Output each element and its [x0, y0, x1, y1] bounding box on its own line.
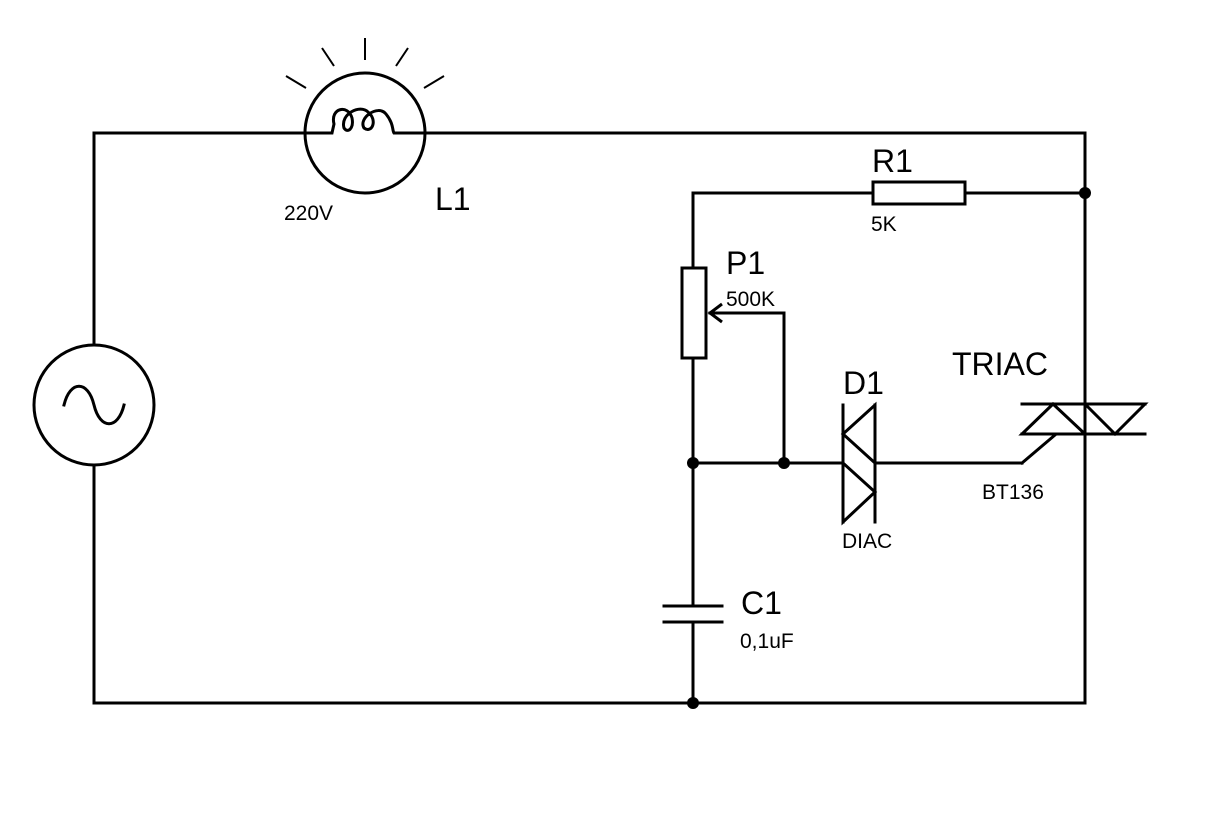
- ac-source: [32, 343, 156, 467]
- wires: [92, 131, 1087, 705]
- capacitor-ref-label: C1: [741, 585, 782, 621]
- sine-wave-icon: [62, 384, 126, 426]
- capacitor-value-label: 0,1uF: [740, 630, 794, 653]
- diac-ref-label: D1: [843, 365, 884, 401]
- diac-triangle-lower: [841, 459, 878, 526]
- diac-triangle-upper: [840, 401, 877, 467]
- potentiometer-ref-label: P1: [726, 245, 765, 281]
- junction-dot: [687, 697, 699, 709]
- triac-triangle-right: [1081, 402, 1149, 437]
- potentiometer-p1: P1 500K: [680, 245, 786, 360]
- light-rays-icon: [285, 38, 445, 89]
- diac-value-label: DIAC: [842, 530, 892, 553]
- diac-d1: D1 DIAC: [840, 365, 892, 553]
- triac-triangle-left: [1018, 401, 1089, 436]
- potentiometer-value-label: 500K: [726, 288, 775, 311]
- junctions: [687, 187, 1091, 709]
- lamp-l1: L1 220V: [284, 38, 471, 225]
- triac-ref-label: TRIAC: [952, 346, 1048, 382]
- resistor-value-label: 5K: [871, 213, 897, 236]
- lamp-filament-icon: [303, 107, 427, 135]
- triac-bt136: TRIAC BT136: [952, 346, 1149, 504]
- resistor-ref-label: R1: [872, 143, 913, 179]
- junction-dot: [778, 457, 790, 469]
- wire-gate-lead: [1019, 432, 1058, 466]
- wiper-arrow-icon: [707, 302, 723, 324]
- resistor-body: [871, 180, 967, 206]
- lamp-ref-label: L1: [435, 181, 471, 217]
- capacitor-c1: C1 0,1uF: [662, 585, 794, 653]
- resistor-r1: R1 5K: [871, 143, 967, 236]
- junction-dot: [1079, 187, 1091, 199]
- junction-dot: [687, 457, 699, 469]
- triac-value-label: BT136: [982, 481, 1044, 504]
- lamp-value-label: 220V: [284, 202, 333, 225]
- potentiometer-body: [680, 266, 708, 360]
